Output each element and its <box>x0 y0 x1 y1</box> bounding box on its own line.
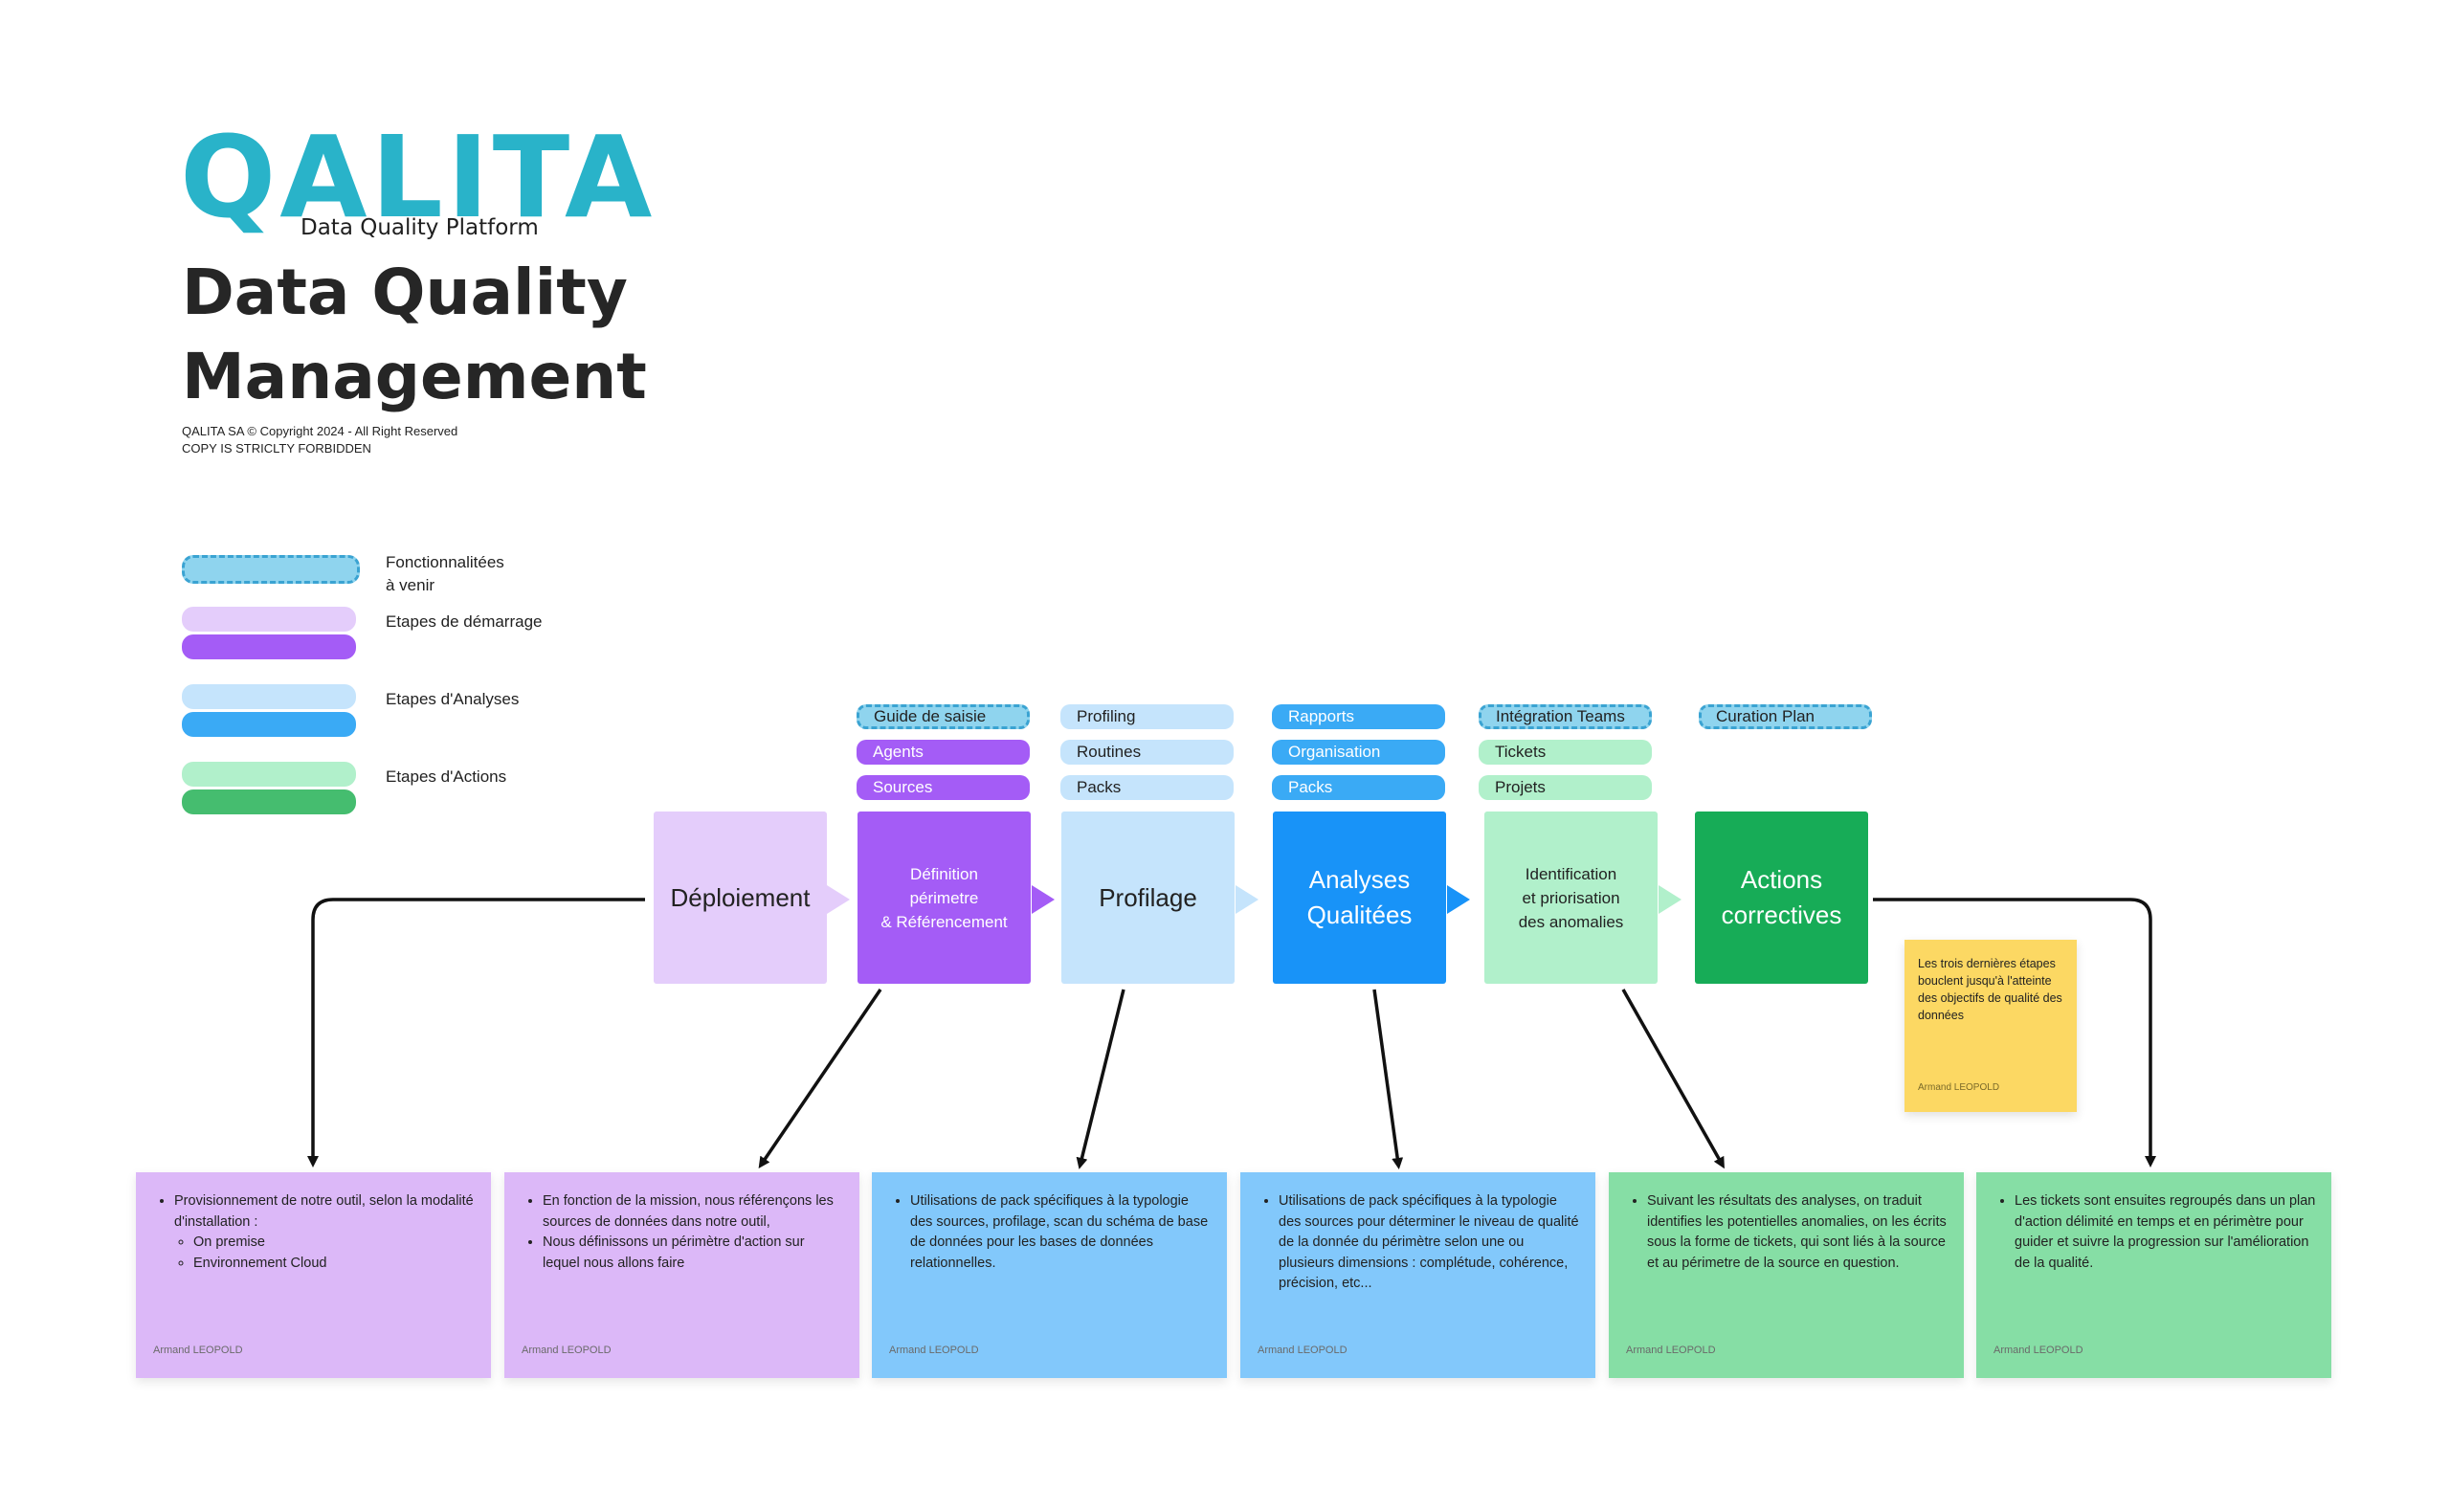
chevron-5 <box>1659 885 1682 914</box>
copyright-line-2: COPY IS STRICLTY FORBIDDEN <box>182 441 371 456</box>
sticky-note: Les trois dernières étapes bouclent jusq… <box>1904 940 2077 1112</box>
note-identification-item: Suivant les résultats des analyses, on t… <box>1647 1191 1949 1274</box>
copyright: QALITA SA © Copyright 2024 - All Right R… <box>182 423 457 457</box>
sticky-author: Armand LEOPOLD <box>1918 1082 2000 1093</box>
note-deploiement-subitem: Environnement Cloud <box>193 1254 476 1275</box>
legend-startup-swatch-light <box>182 607 356 632</box>
tag-tickets: Tickets <box>1479 740 1652 765</box>
tag-agents: Agents <box>857 740 1030 765</box>
stage-identification-line-2: et priorisation <box>1522 888 1620 907</box>
note-definition: En fonction de la mission, nous référenç… <box>504 1172 859 1378</box>
connector-definition <box>758 989 882 1168</box>
stage-analyses: Analyses Qualitées <box>1273 812 1446 984</box>
tag-routines: Routines <box>1060 740 1234 765</box>
legend-analysis-swatch-dark <box>182 712 356 737</box>
stage-deploiement: Déploiement <box>654 812 827 984</box>
note-author: Armand LEOPOLD <box>153 1344 243 1356</box>
legend-future-label: Fonctionnalitées à venir <box>386 551 504 597</box>
chevron-2 <box>1032 885 1055 914</box>
title-line-2: Management <box>182 340 647 413</box>
sticky-text: Les trois dernières étapes bouclent jusq… <box>1918 957 2062 1022</box>
connector-profilage <box>1076 989 1125 1169</box>
legend-future-swatch <box>182 555 360 584</box>
note-actions-item: Les tickets sont ensuites regroupés dans… <box>2015 1191 2316 1274</box>
tag-projets: Projets <box>1479 775 1652 800</box>
stage-deploiement-label: Déploiement <box>670 882 811 912</box>
note-author: Armand LEOPOLD <box>1993 1344 2083 1356</box>
legend-actions-swatch-light <box>182 762 356 787</box>
note-identification: Suivant les résultats des analyses, on t… <box>1609 1172 1964 1378</box>
note-actions: Les tickets sont ensuites regroupés dans… <box>1976 1172 2331 1378</box>
tag-guide-de-saisie: Guide de saisie <box>857 704 1030 729</box>
stage-actions-line-1: Actions <box>1740 865 1823 894</box>
note-definition-item: En fonction de la mission, nous référenç… <box>543 1191 844 1233</box>
note-definition-item: Nous définissons un périmètre d'action s… <box>543 1233 844 1274</box>
note-author: Armand LEOPOLD <box>1626 1344 1716 1356</box>
chevron-4 <box>1447 885 1470 914</box>
legend-actions-swatch-dark <box>182 789 356 814</box>
connector-analyses <box>1372 989 1404 1169</box>
stage-profilage: Profilage <box>1061 812 1235 984</box>
chevron-1 <box>827 885 850 914</box>
legend-startup-swatch-dark <box>182 634 356 659</box>
stage-definition-line-1: Définition <box>910 864 978 883</box>
qalita-logo: QALITA <box>180 111 657 243</box>
stage-identification: Identification et priorisation des anoma… <box>1484 812 1658 984</box>
legend-actions-label: Etapes d'Actions <box>386 767 507 786</box>
note-deploiement-subitem: On premise <box>193 1233 476 1254</box>
tag-profiling: Profiling <box>1060 704 1234 729</box>
tag-curation-plan: Curation Plan <box>1699 704 1872 729</box>
note-author: Armand LEOPOLD <box>889 1344 979 1356</box>
connector-deploiement <box>307 898 645 1167</box>
stage-definition-line-3: & Référencement <box>880 912 1008 931</box>
tag-packs-profilage: Packs <box>1060 775 1234 800</box>
legend-analysis-label: Etapes d'Analyses <box>386 690 520 708</box>
stage-analyses-line-2: Qualitées <box>1306 901 1413 929</box>
stage-definition-line-2: périmetre <box>909 888 979 907</box>
tag-packs-analyses: Packs <box>1272 775 1445 800</box>
note-analyses-item: Utilisations de pack spécifiques à la ty… <box>1279 1191 1580 1295</box>
note-deploiement: Provisionnement de notre outil, selon la… <box>136 1172 491 1378</box>
title-line-1: Data Quality <box>182 256 628 329</box>
tag-rapports: Rapports <box>1272 704 1445 729</box>
stage-profilage-label: Profilage <box>1099 882 1197 912</box>
stage-actions-line-2: correctives <box>1721 901 1842 929</box>
chevron-3 <box>1236 885 1258 914</box>
tag-organisation: Organisation <box>1272 740 1445 765</box>
note-profilage-item: Utilisations de pack spécifiques à la ty… <box>910 1191 1212 1274</box>
note-deploiement-item: Provisionnement de notre outil, selon la… <box>174 1191 476 1274</box>
stage-actions: Actions correctives <box>1695 812 1868 984</box>
copyright-line-1: QALITA SA © Copyright 2024 - All Right R… <box>182 424 458 438</box>
stage-identification-line-3: des anomalies <box>1518 912 1624 931</box>
stage-analyses-line-1: Analyses <box>1308 865 1411 894</box>
legend-future-line-1: Fonctionnalitées <box>386 553 504 571</box>
connector-identification <box>1621 989 1725 1169</box>
note-profilage: Utilisations de pack spécifiques à la ty… <box>872 1172 1227 1378</box>
note-analyses: Utilisations de pack spécifiques à la ty… <box>1240 1172 1595 1378</box>
page-title: Data Quality Management <box>182 251 852 419</box>
connector-actions <box>1873 898 2156 1167</box>
stage-identification-line-1: Identification <box>1525 864 1617 883</box>
logo-subtitle: Data Quality Platform <box>301 215 539 240</box>
tag-sources: Sources <box>857 775 1030 800</box>
legend-future-line-2: à venir <box>386 576 435 594</box>
tag-integration-teams: Intégration Teams <box>1479 704 1652 729</box>
note-author: Armand LEOPOLD <box>1258 1344 1348 1356</box>
stage-definition: Définition périmetre & Référencement <box>858 812 1031 984</box>
legend-analysis-swatch-light <box>182 684 356 709</box>
legend-startup-label: Etapes de démarrage <box>386 612 543 631</box>
note-author: Armand LEOPOLD <box>522 1344 612 1356</box>
